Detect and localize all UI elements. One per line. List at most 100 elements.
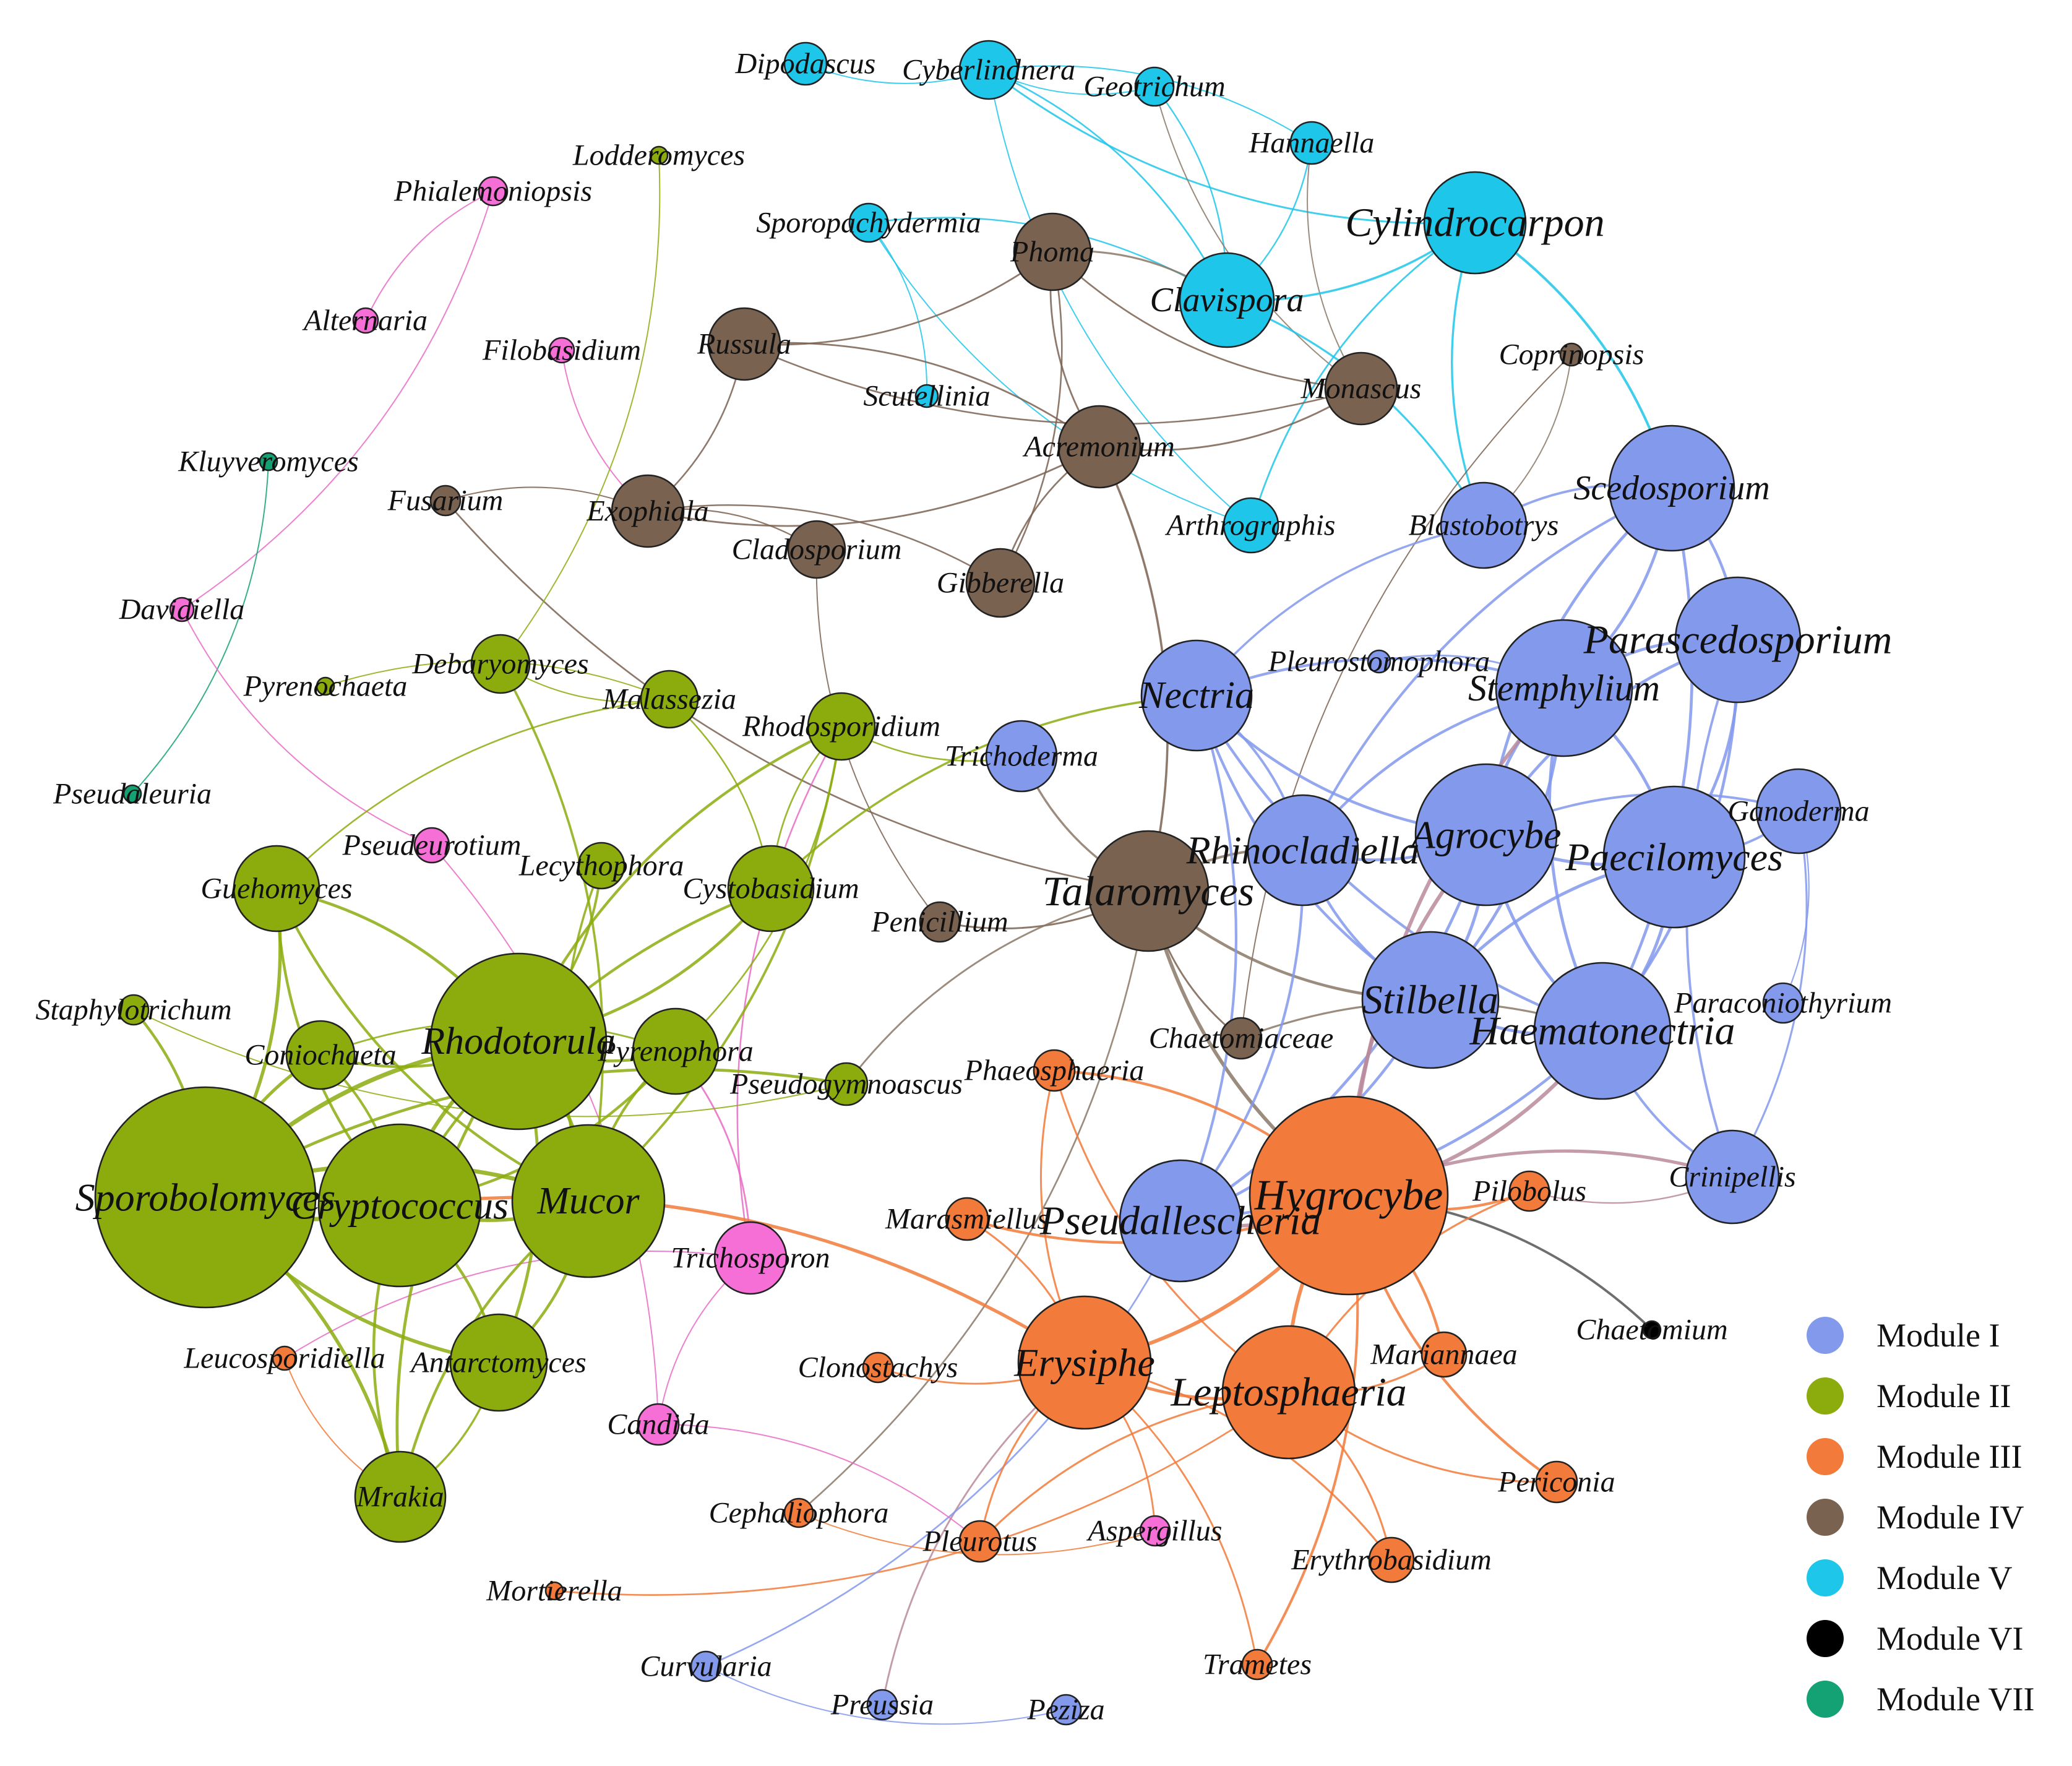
node-rhodosporidium	[807, 692, 876, 761]
node-label-arthrographis: Arthrographis	[1165, 509, 1336, 542]
node-label-blastobotrys: Blastobotrys	[1409, 509, 1559, 542]
edge-fusarium-talaromyces	[444, 499, 1150, 892]
edge-debaryomyces-mucor	[499, 663, 604, 1202]
node-erysiphe	[1017, 1295, 1152, 1430]
node-label-cylindrocarpon: Cylindrocarpon	[1345, 200, 1604, 246]
node-label-aspergillus: Aspergillus	[1086, 1515, 1223, 1548]
edge-malassezia-guehomyces	[275, 698, 671, 890]
node-geotrichum	[1134, 66, 1175, 107]
node-gibberella	[965, 548, 1036, 618]
node-phoma	[1013, 212, 1092, 291]
edge-curvularia-peziza	[705, 1666, 1067, 1725]
edge-scedosporium-haematonectria	[1601, 486, 1694, 1033]
edge-cylindrocarpon-arthrographis	[1250, 222, 1476, 527]
node-label-lodderomyces: Lodderomyces	[572, 139, 745, 172]
node-label-davidiella: Davidiella	[119, 593, 245, 626]
node-cylindrocarpon	[1423, 171, 1527, 275]
node-label-marasmiellus: Marasmiellus	[885, 1203, 1049, 1236]
node-label-geotrichum: Geotrichum	[1083, 71, 1225, 103]
node-label-curvularia: Curvularia	[640, 1650, 772, 1683]
node-label-leucosporidiella: Leucosporidiella	[183, 1342, 385, 1375]
node-label-phoma: Phoma	[1010, 236, 1094, 269]
node-label-pleurostomophora: Pleurostomophora	[1268, 645, 1490, 678]
legend-label-module-iv: Module IV	[1876, 1499, 2024, 1536]
edge-leucosporidiella-trichosporon	[284, 1251, 751, 1359]
node-label-sporopachydermia: Sporopachydermia	[756, 207, 981, 239]
node-paraconiothyrium	[1762, 982, 1804, 1024]
edge-kluyveromyces-pseudaleuria	[132, 461, 269, 795]
node-alternaria	[352, 307, 379, 334]
node-mariannaea	[1421, 1331, 1468, 1378]
node-lecythophora	[577, 842, 625, 890]
node-pilobolus	[1508, 1170, 1550, 1212]
node-label-mortierella: Mortierella	[486, 1575, 622, 1608]
node-stemphylium	[1495, 619, 1633, 757]
node-coniochaeta	[285, 1020, 356, 1090]
edge-nectria-pseudallescheria	[1179, 694, 1238, 1223]
node-blastobotrys	[1440, 481, 1528, 569]
node-lodderomyces	[649, 145, 669, 165]
node-hannaella	[1289, 121, 1334, 165]
edge-lodderomyces-debaryomyces	[500, 155, 661, 665]
edge-scedosporium-rhinocladiella	[1301, 486, 1674, 852]
edge-russula-acremonium	[743, 342, 1101, 448]
node-label-paecilomyces: Paecilomyces	[1565, 835, 1783, 879]
node-label-kluyveromyces: Kluyveromyces	[178, 446, 358, 478]
node-scedosporium	[1608, 424, 1735, 552]
edge-cyberlindnera-cylindrocarpon	[987, 69, 1476, 225]
legend: Module I Module II Module III Module IV …	[1807, 1317, 2034, 1718]
node-label-cyberlindnera: Cyberlindnera	[902, 54, 1075, 87]
node-label-chaetomium: Chaetomium	[1576, 1314, 1727, 1346]
node-label-dipodascus: Dipodascus	[735, 48, 876, 80]
edge-phoma-monascus	[1051, 251, 1362, 390]
node-label-rhodosporidium: Rhodosporidium	[742, 710, 940, 743]
node-label-alternaria: Alternaria	[302, 304, 428, 337]
legend-label-module-vi: Module VI	[1876, 1620, 2024, 1657]
node-pseudallescheria	[1119, 1159, 1242, 1283]
node-malassezia	[640, 670, 699, 729]
legend-swatch-module-iii	[1807, 1438, 1844, 1475]
node-label-pseudallescheria: Pseudallescheria	[1039, 1199, 1322, 1244]
node-label-scutellinia: Scutellinia	[863, 380, 990, 413]
node-label-antarctomyces: Antarctomyces	[409, 1346, 586, 1379]
node-label-erythrobasidium: Erythrobasidium	[1291, 1544, 1492, 1577]
node-preussia	[866, 1689, 898, 1721]
node-staphylotrichum	[118, 994, 150, 1026]
node-label-trametes: Trametes	[1203, 1648, 1312, 1681]
node-ganoderma	[1755, 768, 1842, 855]
legend-label-module-ii: Module II	[1876, 1377, 2011, 1415]
node-kluyveromyces	[259, 452, 278, 472]
node-nectria	[1140, 639, 1253, 752]
node-label-parascedosporium: Parascedosporium	[1583, 618, 1893, 663]
edge-mortierella-leptosphaeria	[553, 1391, 1290, 1596]
node-label-guehomyces: Guehomyces	[200, 872, 352, 905]
node-pyrenophora	[632, 1007, 720, 1095]
node-penicillium	[919, 901, 961, 943]
node-label-lecythophora: Lecythophora	[518, 850, 684, 882]
node-label-pyrenochaeta: Pyrenochaeta	[243, 670, 408, 703]
node-label-candida: Candida	[607, 1408, 709, 1441]
node-label-clonostachys: Clonostachys	[798, 1351, 958, 1384]
legend-label-module-iii: Module III	[1876, 1438, 2022, 1475]
node-label-leptosphaeria: Leptosphaeria	[1170, 1370, 1406, 1415]
edge-phialemoniopsis-davidiella	[181, 191, 494, 610]
node-crinipellis	[1685, 1129, 1780, 1225]
legend-swatch-module-vii	[1807, 1681, 1844, 1718]
node-davidiella	[169, 597, 195, 622]
node-monascus	[1324, 351, 1398, 426]
node-label-exophiala: Exophiala	[586, 495, 708, 528]
node-leucosporidiella	[272, 1345, 298, 1371]
node-label-pseudaleuria: Pseudaleuria	[53, 778, 212, 811]
label-layer: CyberlindneraDipodascusGeotrichumHannael…	[35, 48, 1892, 1726]
node-label-pyrenophora: Pyrenophora	[597, 1035, 754, 1068]
node-label-pseudeurotium: Pseudeurotium	[342, 829, 522, 862]
node-cryptococcus	[317, 1123, 482, 1288]
node-marasmiellus	[945, 1197, 989, 1241]
node-layer	[94, 40, 1842, 1726]
node-scutellinia	[914, 384, 939, 408]
edge-cyberlindnera-arthrographis	[988, 69, 1252, 526]
node-label-debaryomyces: Debaryomyces	[411, 648, 588, 681]
node-haematonectria	[1533, 962, 1672, 1100]
node-trametes	[1241, 1648, 1273, 1681]
